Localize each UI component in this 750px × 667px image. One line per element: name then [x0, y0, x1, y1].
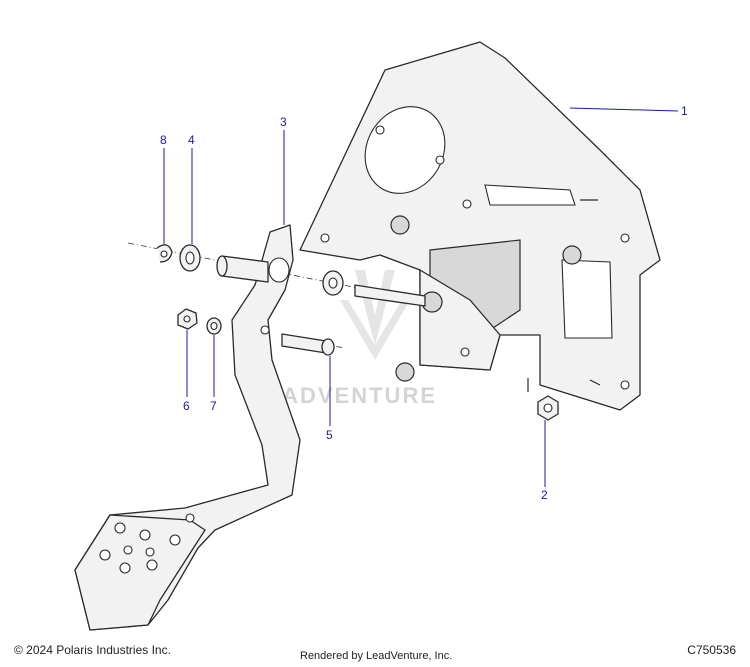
- e-clip-part-8[interactable]: [156, 244, 173, 263]
- pivot-sleeve[interactable]: [216, 255, 269, 283]
- callout-7[interactable]: 7: [210, 399, 217, 413]
- pedal-arm-part-3[interactable]: [74, 224, 301, 631]
- callout-3[interactable]: 3: [280, 115, 287, 129]
- bushing-part-4[interactable]: [179, 244, 201, 272]
- callout-5[interactable]: 5: [326, 428, 333, 442]
- pivot-pin[interactable]: [354, 284, 426, 307]
- callout-6[interactable]: 6: [183, 399, 190, 413]
- callout-4[interactable]: 4: [188, 133, 195, 147]
- bolt-part-5[interactable]: [281, 333, 335, 356]
- copyright-text: © 2024 Polaris Industries Inc.: [14, 643, 171, 657]
- rendered-by-text: Rendered by LeadVenture, Inc.: [300, 650, 453, 662]
- nut-part-6[interactable]: [177, 308, 198, 330]
- flange-nut-part-2[interactable]: [537, 395, 559, 421]
- callout-8[interactable]: 8: [160, 133, 167, 147]
- washer-part-7[interactable]: [206, 317, 222, 335]
- watermark-logo: [340, 270, 410, 360]
- leader-line-1: [569, 107, 679, 112]
- bracket-part-1[interactable]: [299, 41, 661, 411]
- pivot-washer[interactable]: [322, 270, 344, 296]
- callout-2[interactable]: 2: [541, 488, 548, 502]
- diagram-id: C750536: [687, 643, 736, 657]
- callout-1[interactable]: 1: [681, 104, 688, 118]
